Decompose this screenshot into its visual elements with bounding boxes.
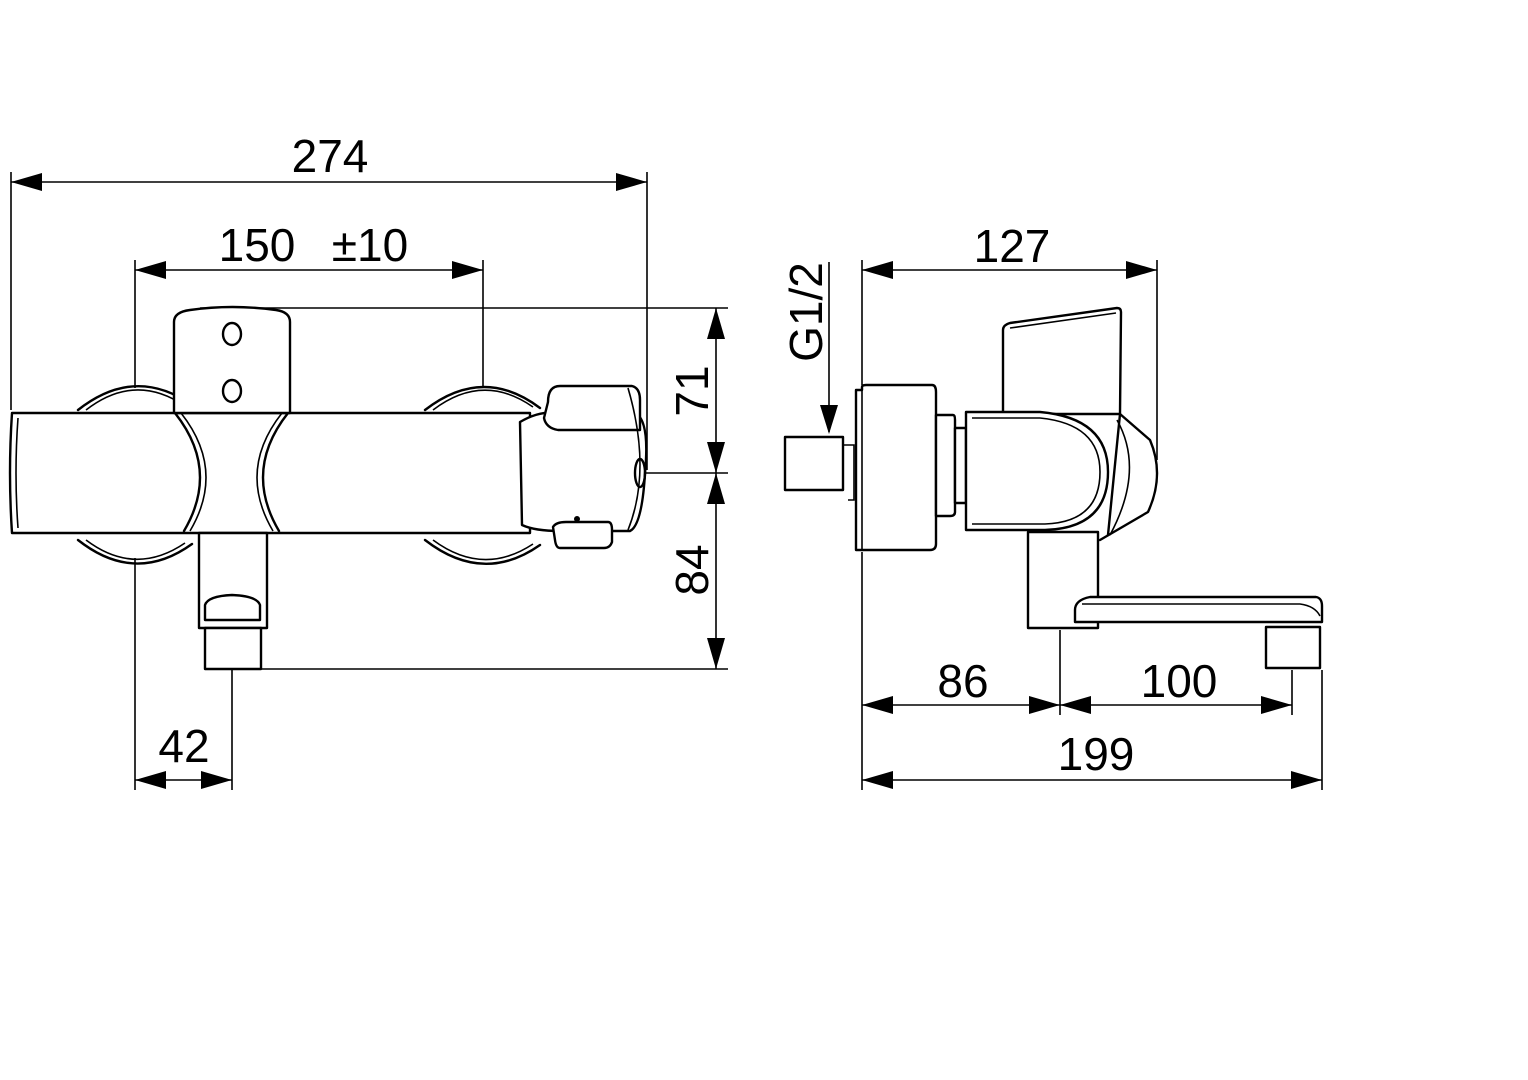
- dimension-overall-width: 274: [10, 130, 648, 470]
- dim-71-label: 71: [666, 365, 718, 416]
- dimension-inlet-centres: 150 ±10: [134, 219, 484, 388]
- dim-274-label: 274: [292, 130, 369, 182]
- dim-127-label: 127: [974, 220, 1051, 272]
- side-view: G1/2 127: [780, 220, 1324, 790]
- hole-icon: [221, 378, 243, 404]
- hole-icon: [221, 321, 243, 347]
- dim-100-label: 100: [1141, 655, 1218, 707]
- thermostat-handle: [518, 384, 648, 550]
- inlet-nipple: [783, 435, 845, 492]
- dim-42-label: 42: [158, 720, 209, 772]
- top-cap: [172, 305, 292, 415]
- dim-199-label: 199: [1058, 728, 1135, 780]
- dimension-verticals: 71 84: [262, 308, 728, 670]
- dim-86-label: 86: [937, 655, 988, 707]
- dimension-overall-projection: 199: [862, 728, 1322, 789]
- dimension-outlet-offset: 42: [135, 720, 232, 789]
- dimension-spout: 86 100: [862, 655, 1292, 714]
- dim-150-label: 150: [219, 219, 296, 271]
- dim-tolerance-label: ±10: [332, 219, 408, 271]
- front-view: 274 150 ±10: [8, 130, 728, 790]
- dimension-body-depth: 127: [861, 220, 1158, 460]
- mixer-body: [8, 411, 532, 535]
- outlet: [197, 531, 269, 671]
- thread-callout: G1/2: [780, 262, 838, 434]
- dim-84-label: 84: [666, 544, 718, 595]
- thread-label: G1/2: [780, 262, 832, 362]
